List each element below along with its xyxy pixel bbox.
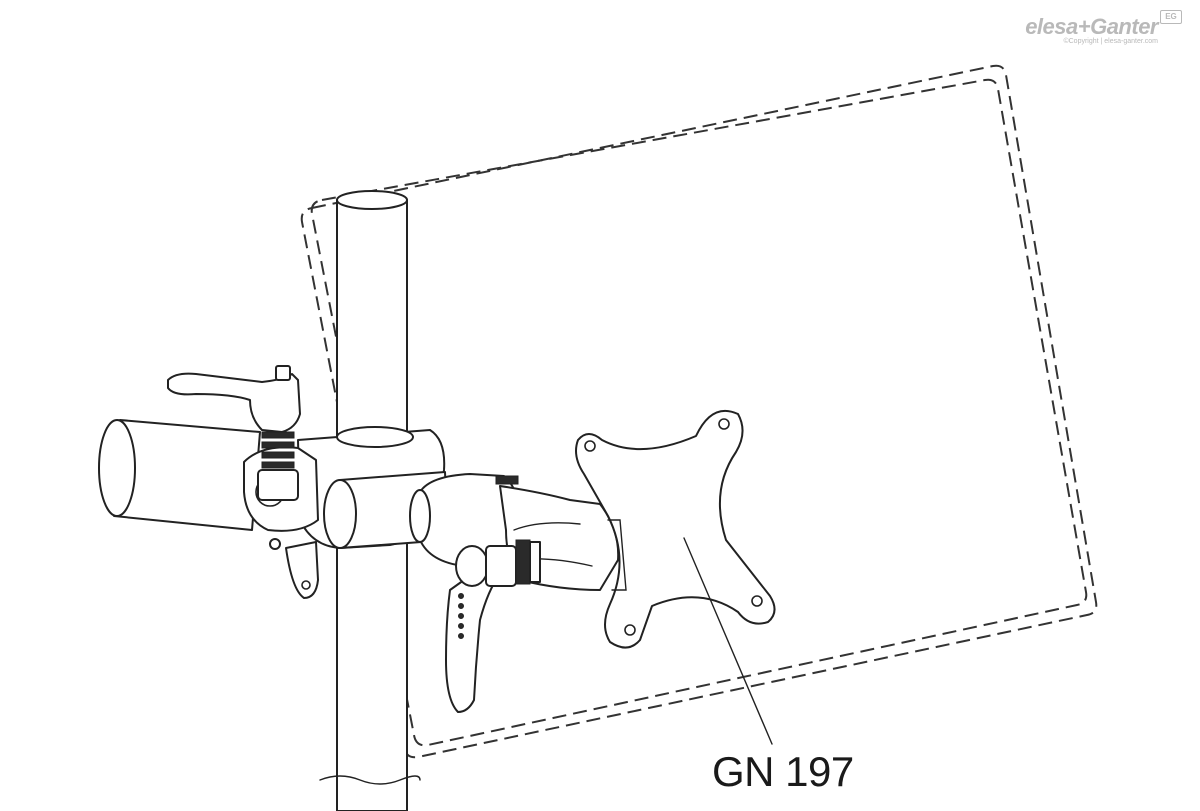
top-clamping-lever bbox=[167, 365, 301, 501]
callout-leader bbox=[683, 537, 773, 745]
front-adjustable-lever bbox=[445, 539, 541, 713]
brand-watermark: elesa+Ganter EG ©Copyright | elesa-gante… bbox=[1012, 10, 1182, 50]
monitor-outline bbox=[300, 64, 1098, 759]
brand-badge-icon: EG bbox=[1160, 10, 1182, 24]
horizontal-tube bbox=[98, 419, 261, 531]
part-number-label: GN 197 bbox=[712, 748, 854, 795]
brand-name: elesa+Ganter bbox=[1025, 14, 1158, 39]
thread-rings bbox=[257, 431, 299, 501]
vesa-plate bbox=[575, 409, 776, 649]
brand-copyright: ©Copyright | elesa-ganter.com bbox=[1063, 38, 1158, 45]
